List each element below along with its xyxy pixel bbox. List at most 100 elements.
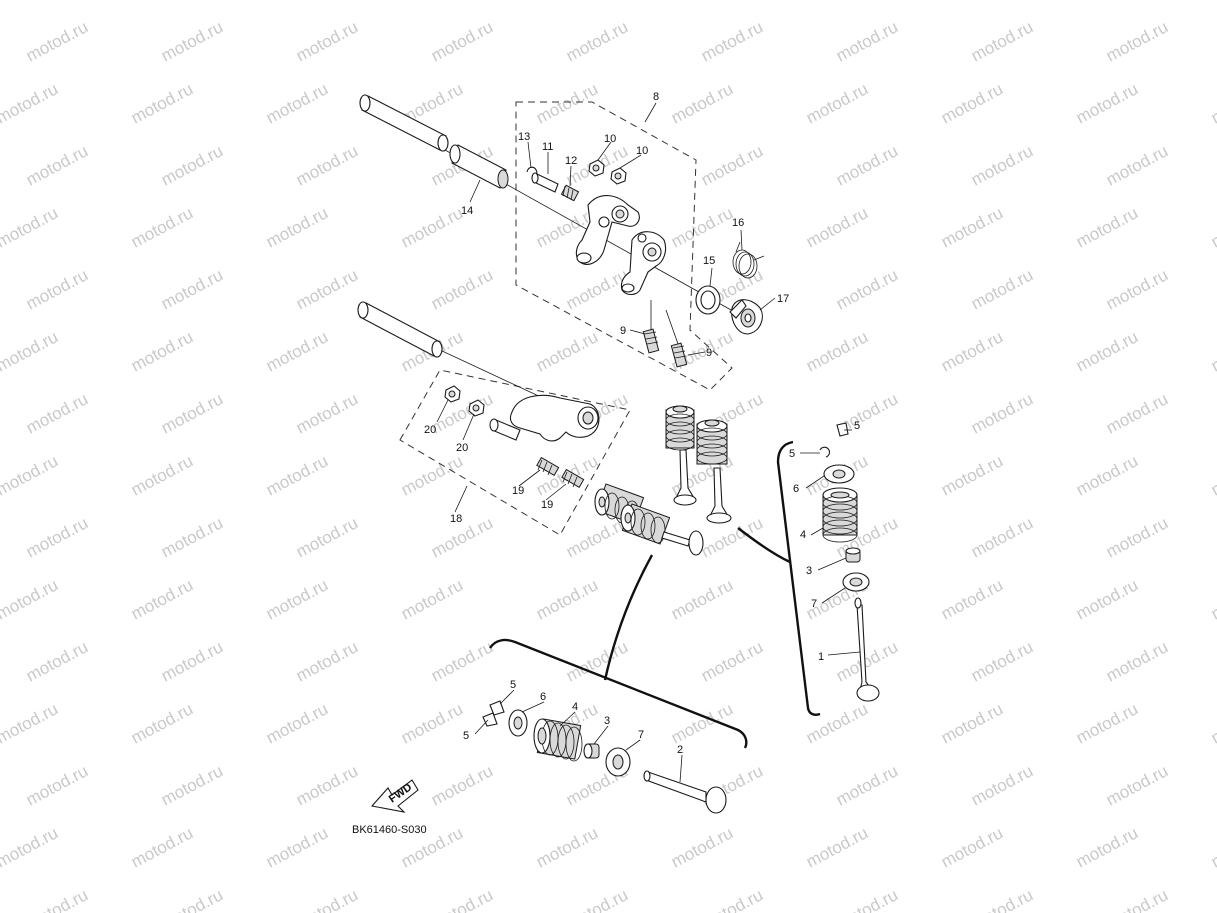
watermark-text: motod.ru	[1208, 203, 1217, 251]
callout-6a: 6	[793, 483, 799, 495]
valve-spring-4a	[822, 487, 858, 543]
watermark-text: motod.ru	[1208, 0, 1217, 4]
lever-17	[729, 299, 763, 335]
valve-retainer-6b	[508, 709, 528, 737]
watermark-text: motod.ru	[263, 575, 331, 623]
watermark-text: motod.ru	[1103, 885, 1171, 913]
callout-13: 13	[518, 131, 530, 143]
watermark-text: motod.ru	[263, 0, 331, 4]
watermark-text: motod.ru	[833, 141, 901, 189]
watermark-text: motod.ru	[968, 265, 1036, 313]
callout-14: 14	[461, 205, 473, 217]
watermark-text: motod.ru	[428, 637, 496, 685]
callout-15: 15	[703, 255, 715, 267]
valve-cotter-5c	[489, 700, 505, 716]
callout-7a: 7	[811, 598, 817, 610]
valve-stem-seal-3a	[845, 547, 861, 563]
watermark-text: motod.ru	[23, 637, 91, 685]
valve-cotter-5b	[819, 446, 830, 458]
callout-3a: 3	[806, 565, 812, 577]
callout-9a: 9	[620, 325, 626, 337]
watermark-text: motod.ru	[938, 327, 1006, 375]
watermark-text: motod.ru	[1073, 203, 1141, 251]
callout-10b: 10	[636, 145, 648, 157]
watermark-text: motod.ru	[1103, 265, 1171, 313]
watermark-text: motod.ru	[968, 761, 1036, 809]
watermark-text: motod.ru	[698, 141, 766, 189]
watermark-text: motod.ru	[968, 17, 1036, 65]
watermark-text: motod.ru	[398, 699, 466, 747]
adjusting-screw-19b	[561, 468, 585, 489]
watermark-text: motod.ru	[398, 203, 466, 251]
watermark-text: motod.ru	[293, 513, 361, 561]
rocker-arm-upper-b	[620, 231, 667, 296]
watermark-text: motod.ru	[938, 79, 1006, 127]
watermark-text: motod.ru	[128, 823, 196, 871]
watermark-text: motod.ru	[158, 141, 226, 189]
adjusting-screw-9a	[642, 328, 660, 354]
watermark-text: motod.ru	[968, 637, 1036, 685]
watermark-text: motod.ru	[1103, 761, 1171, 809]
watermark-text: motod.ru	[833, 761, 901, 809]
watermark-text: motod.ru	[128, 327, 196, 375]
exploded-valve-right	[800, 422, 880, 702]
watermark-text: motod.ru	[563, 17, 631, 65]
watermark-text: motod.ru	[1208, 79, 1217, 127]
watermark-text: motod.ru	[803, 823, 871, 871]
callout-1: 1	[818, 651, 824, 663]
watermark-text: motod.ru	[293, 637, 361, 685]
callout-20a: 20	[424, 424, 436, 436]
callout-16: 16	[732, 217, 744, 229]
intake-valve-1	[854, 597, 880, 702]
callout-11: 11	[542, 141, 553, 153]
callout-19a: 19	[512, 485, 524, 497]
nut-20a	[444, 385, 461, 403]
watermark-text: motod.ru	[263, 327, 331, 375]
callout-10a: 10	[604, 133, 616, 145]
watermark-text: motod.ru	[938, 451, 1006, 499]
watermark-text: motod.ru	[938, 0, 1006, 4]
watermark-text: motod.ru	[1103, 513, 1171, 561]
rocker-shaft-phantom	[359, 94, 449, 152]
valve-seat-7a	[842, 572, 870, 592]
watermark-text: motod.ru	[563, 637, 631, 685]
exhaust-valve-2	[643, 770, 727, 814]
watermark-text: motod.ru	[833, 637, 901, 685]
watermark-text: motod.ru	[938, 203, 1006, 251]
pin-11	[531, 172, 559, 193]
watermark-text: motod.ru	[1073, 575, 1141, 623]
adjusting-screw-9b	[670, 342, 688, 368]
watermark-text: motod.ru	[23, 885, 91, 913]
watermark-text: motod.ru	[1103, 141, 1171, 189]
watermark-text: motod.ru	[833, 885, 901, 913]
watermark-text: motod.ru	[533, 79, 601, 127]
center-valves-upper	[665, 405, 732, 524]
watermark-text: motod.ru	[533, 0, 601, 4]
watermark-text: motod.ru	[158, 17, 226, 65]
watermark-text: motod.ru	[263, 451, 331, 499]
watermark-text: motod.ru	[1073, 823, 1141, 871]
rocker-shaft-lower-phantom	[357, 301, 443, 358]
watermark-text: motod.ru	[1208, 451, 1217, 499]
rocker-arm-lower	[489, 394, 600, 442]
callout-12: 12	[565, 155, 577, 167]
watermark-text: motod.ru	[428, 17, 496, 65]
watermark-text: motod.ru	[1208, 575, 1217, 623]
watermark-text: motod.ru	[668, 79, 736, 127]
watermark-text: motod.ru	[833, 17, 901, 65]
bracket-left-leader	[603, 554, 654, 681]
watermark-text: motod.ru	[23, 141, 91, 189]
watermark-text: motod.ru	[293, 761, 361, 809]
watermark-text: motod.ru	[23, 389, 91, 437]
watermark-text: motod.ru	[158, 265, 226, 313]
watermark-text: motod.ru	[563, 885, 631, 913]
watermark-text: motod.ru	[158, 885, 226, 913]
watermark-text: motod.ru	[563, 265, 631, 313]
adjusting-screw-19a	[536, 456, 560, 477]
watermark-text: motod.ru	[803, 699, 871, 747]
watermark-text: motod.ru	[0, 0, 61, 4]
diagram-code: BK61460-S030	[352, 824, 427, 836]
watermark-text: motod.ru	[968, 885, 1036, 913]
callout-19b: 19	[541, 499, 553, 511]
washer-15	[695, 285, 721, 315]
